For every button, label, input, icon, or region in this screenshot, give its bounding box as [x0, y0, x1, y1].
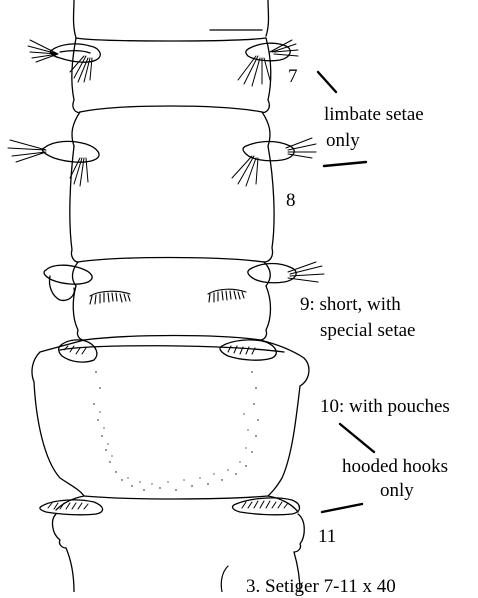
setae-tuft-9-right [288, 262, 324, 282]
label-setiger-10: 10: with pouches [320, 396, 450, 418]
parapodium-9-left [44, 265, 92, 284]
figure-caption: 3. Setiger 7-11 x 40 [246, 576, 396, 598]
label-hooded-line2: only [380, 480, 414, 502]
parapodium-7-left [50, 44, 100, 62]
stippling-10 [93, 371, 258, 490]
leader-line-hooded [322, 504, 362, 512]
hooded-hooks-11-left [40, 500, 103, 515]
parapodium-9-right [248, 264, 296, 283]
label-setiger-8: 8 [286, 190, 296, 212]
setiger-8 [42, 112, 294, 262]
leader-line-limbate-upper [318, 72, 336, 92]
setae-tuft-8-right [232, 138, 316, 186]
label-setiger-7: 7 [288, 66, 298, 88]
setiger-6-stub [74, 0, 269, 38]
label-setiger-9-line1: 9: short, with [300, 294, 401, 316]
setae-tuft-8-left [8, 140, 88, 186]
parapodium-8-left [42, 141, 99, 162]
scale-mark [221, 566, 228, 592]
setiger-10 [32, 340, 309, 499]
setiger-7 [50, 38, 290, 113]
setiger-9 [44, 262, 296, 340]
label-setiger-9-line2: special setae [320, 320, 415, 342]
label-limbate-line2: only [326, 130, 360, 152]
label-hooded-line1: hooded hooks [342, 456, 448, 478]
label-limbate-line1: limbate setae [324, 104, 424, 126]
leader-line-limbate-lower [324, 162, 366, 166]
label-setiger-11: 11 [318, 526, 336, 548]
leader-line-pouches [340, 424, 374, 452]
